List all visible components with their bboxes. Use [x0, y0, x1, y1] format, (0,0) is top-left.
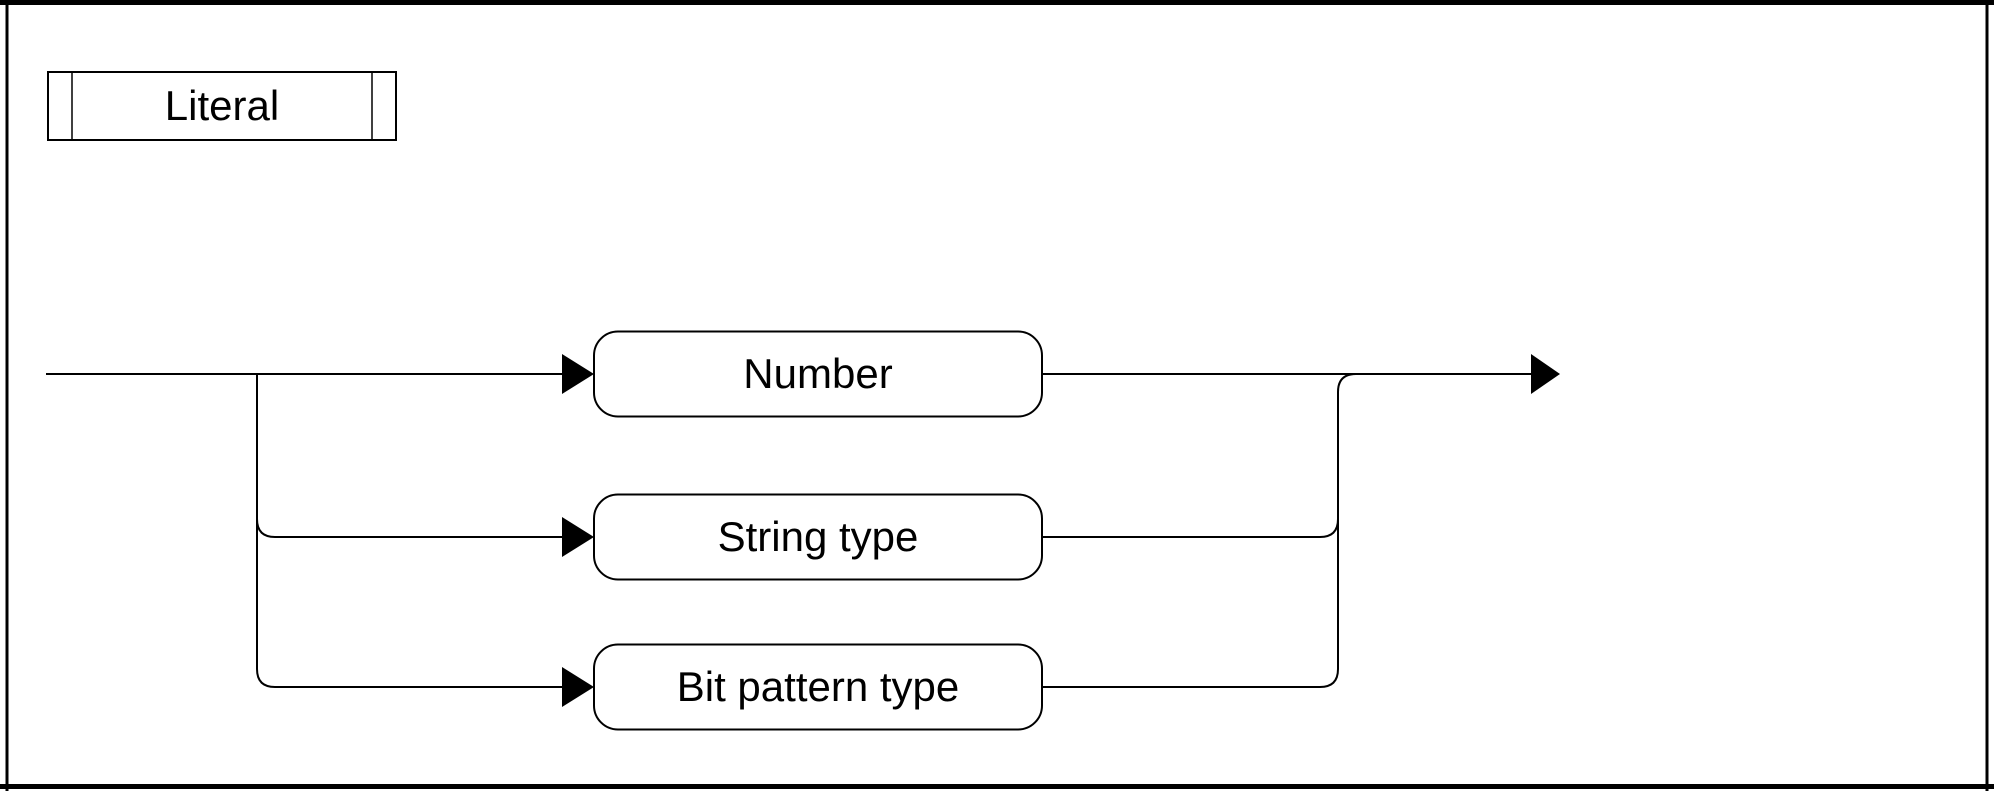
- exit-arrowhead-icon: [1531, 354, 1560, 394]
- exit-rail-row2: [1042, 518, 1339, 538]
- rule-title-box: Literal: [47, 71, 397, 141]
- node-label-string-type: String type: [718, 513, 919, 560]
- merge-rail-vertical: [1337, 373, 1357, 669]
- connector-rails: [46, 373, 1531, 688]
- branch-row-bit-pattern-type: Bit pattern type: [562, 643, 1043, 731]
- node-box-bit-pattern-type: [593, 643, 1043, 731]
- node-label-bit-pattern-type: Bit pattern type: [677, 663, 960, 710]
- exit-rail-row3: [1042, 668, 1339, 688]
- node-box-string-type: [593, 493, 1043, 581]
- branch-rail-row3: [256, 668, 562, 688]
- branch-row-string-type: String type: [562, 493, 1043, 581]
- branch-rail-row2: [256, 518, 562, 538]
- branch-row-number: Number: [562, 330, 1043, 418]
- node-box-number: [593, 330, 1043, 418]
- rule-title-label: Literal: [165, 82, 279, 129]
- node-label-number: Number: [743, 350, 892, 397]
- arrowhead-icon: [562, 667, 594, 707]
- rule-title-rect: [47, 71, 397, 141]
- arrowhead-icon: [562, 354, 594, 394]
- arrowhead-icon: [562, 517, 594, 557]
